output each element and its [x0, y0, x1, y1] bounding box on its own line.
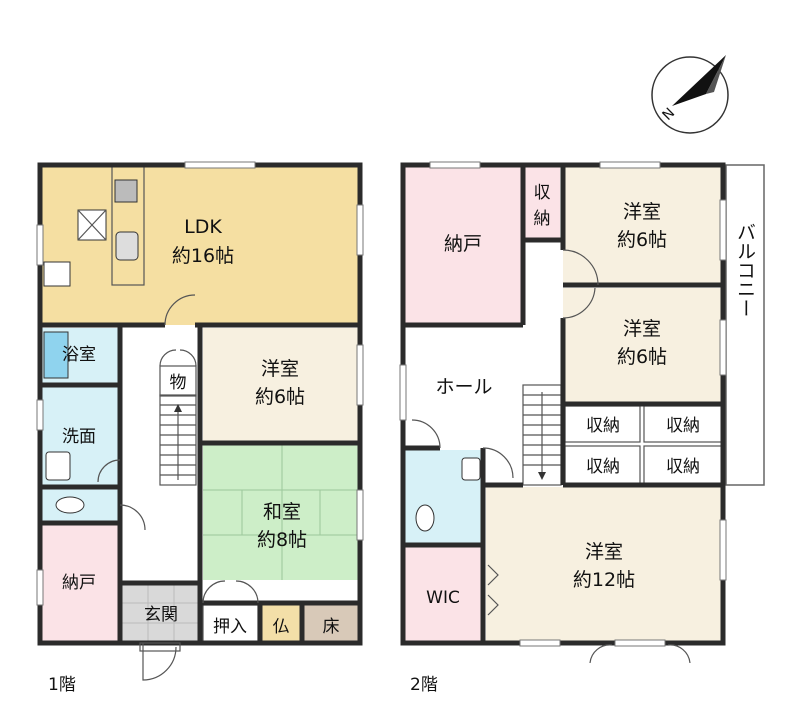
western-a-room [563, 165, 723, 285]
japanese-label: 和室 [263, 501, 301, 523]
storage-1f-label: 納戸 [62, 573, 96, 593]
window [599, 161, 661, 169]
sink-icon-2f [461, 457, 481, 481]
wash-door-arc [97, 459, 121, 483]
window [36, 399, 44, 431]
ldk-size: 約16帖 [172, 245, 234, 267]
stairs-2f [522, 384, 562, 486]
floor1-plan: LDK 約16帖 洋室 約6帖 和室 約8帖 浴室 洗面 納戸 玄関 物 押入 … [36, 161, 364, 695]
tokonoma-room [303, 605, 360, 643]
hall-label: ホール [435, 376, 492, 398]
svg-text:収: 収 [534, 183, 551, 203]
entrance-tiles [122, 583, 200, 643]
butsudan-room [262, 605, 300, 643]
window [719, 519, 727, 581]
master-door-arc [482, 447, 514, 479]
ldk-label: LDK [184, 216, 222, 238]
balcony-label: バルコニー [734, 223, 756, 318]
japanese-size: 約8帖 [257, 529, 307, 551]
floor2-plan: 納戸 収 納 洋室 約6帖 洋室 約6帖 ホール 収納 収納 収納 収納 洋室 … [399, 161, 765, 695]
window [184, 161, 256, 169]
oshiire-door-arc [202, 580, 226, 604]
entrance-label: 玄関 [144, 605, 178, 625]
window [36, 224, 44, 266]
window [614, 639, 666, 647]
wash-basin-icon [45, 451, 71, 481]
master-size: 約12帖 [573, 569, 635, 591]
wic-door [487, 564, 499, 616]
western-1f-size: 約6帖 [255, 386, 305, 408]
compass-needle-shade [706, 55, 726, 94]
wic-label: WIC [426, 588, 460, 608]
wic-room [403, 546, 483, 643]
window [356, 489, 364, 541]
window [399, 364, 407, 421]
closet-2-label: 収納 [666, 416, 700, 436]
bay-window [589, 644, 691, 664]
window [429, 161, 481, 169]
western-b-label: 洋室 [623, 318, 661, 340]
toilet-icon [55, 496, 85, 514]
closet-top-vertical-label: 収 納 [534, 183, 551, 229]
closet-1-label: 収納 [586, 416, 620, 436]
western-a-label: 洋室 [623, 201, 661, 223]
ldk-door-arc [164, 294, 196, 326]
washer-icon [43, 261, 71, 287]
compass-needle-icon [672, 55, 726, 106]
window [356, 344, 364, 406]
master-label: 洋室 [585, 541, 623, 563]
western-a-size: 約6帖 [617, 229, 667, 251]
storage-room-2f [403, 165, 523, 325]
stairs-1f [159, 394, 197, 486]
washroom-label: 洗面 [62, 427, 96, 447]
western-1f-label: 洋室 [261, 358, 299, 380]
western-room-1f [203, 328, 360, 442]
window [36, 569, 44, 606]
oshiire-label: 押入 [213, 617, 247, 637]
window [719, 199, 727, 261]
sink-icon [115, 231, 139, 261]
butsudan-label: 仏 [273, 617, 290, 637]
western-b-size: 約6帖 [617, 346, 667, 368]
closet-door-arc [159, 349, 197, 367]
small-closet-room [159, 365, 197, 397]
window [519, 639, 561, 647]
svg-text:納: 納 [534, 209, 551, 229]
master-room [486, 487, 723, 643]
toilet-2f-door-arc [411, 419, 441, 449]
closet-3-label: 収納 [586, 457, 620, 477]
window [719, 319, 727, 376]
toilet-door-arc [119, 504, 146, 531]
western-b-door-arc [562, 287, 596, 319]
storage-2f-label: 納戸 [444, 233, 482, 255]
window [356, 204, 364, 256]
stove-icon [114, 179, 138, 203]
front-door-arc [142, 643, 177, 681]
balcony [725, 164, 765, 486]
front-door [139, 642, 181, 652]
toilet-icon-2f [415, 504, 435, 532]
western-b-room [563, 288, 723, 403]
bathtub-icon [43, 331, 69, 379]
floor1-label: 1階 [48, 675, 76, 695]
entrance-room [122, 583, 200, 643]
closet-4-label: 収納 [666, 457, 700, 477]
hall-2f [403, 328, 563, 448]
closet-top-room [525, 165, 560, 240]
tokonoma-label: 床 [323, 617, 340, 637]
ldk-room [40, 165, 360, 325]
western-a-door-arc [562, 249, 599, 286]
closet-small-label: 物 [170, 373, 187, 393]
tatami-lines [203, 445, 360, 580]
floor2-label: 2階 [410, 675, 438, 695]
storage-room-1f [40, 525, 120, 643]
bath-label: 浴室 [62, 345, 96, 365]
compass: N [651, 55, 729, 134]
